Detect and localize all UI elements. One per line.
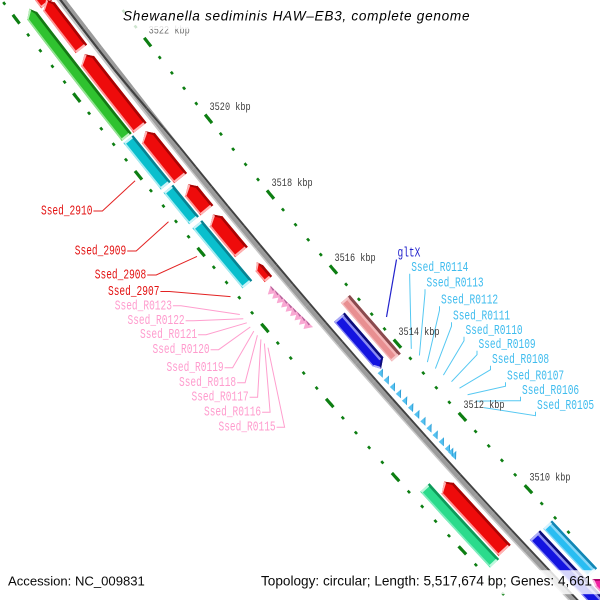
- svg-text:Ssed_R0120: Ssed_R0120: [153, 342, 210, 358]
- svg-text:Ssed_R0112: Ssed_R0112: [441, 292, 498, 308]
- svg-text:3520 kbp: 3520 kbp: [210, 101, 251, 113]
- svg-text:Ssed_R0122: Ssed_R0122: [128, 313, 185, 329]
- svg-text:3512 kbp: 3512 kbp: [463, 399, 504, 411]
- svg-text:Ssed_2909: Ssed_2909: [75, 243, 126, 259]
- svg-text:Ssed_2908: Ssed_2908: [95, 267, 146, 283]
- svg-text:Ssed_R0116: Ssed_R0116: [204, 404, 261, 420]
- svg-text:Ssed_R0115: Ssed_R0115: [219, 419, 276, 435]
- svg-text:Ssed_R0113: Ssed_R0113: [427, 275, 484, 291]
- svg-text:3510 kbp: 3510 kbp: [529, 472, 570, 484]
- svg-text:3518 kbp: 3518 kbp: [272, 177, 313, 189]
- svg-text:Ssed_2907: Ssed_2907: [108, 283, 159, 299]
- svg-text:Accession: NC_009831: Accession: NC_009831: [8, 574, 145, 589]
- svg-text:Ssed_R0117: Ssed_R0117: [192, 389, 249, 405]
- svg-text:Ssed_R0109: Ssed_R0109: [479, 337, 536, 353]
- svg-text:Ssed_2910: Ssed_2910: [41, 203, 92, 219]
- svg-text:Ssed_R0123: Ssed_R0123: [115, 298, 172, 314]
- svg-text:Topology: circular; Length: 5,: Topology: circular; Length: 5,517,674 bp…: [261, 574, 592, 589]
- svg-text:Ssed_R0106: Ssed_R0106: [522, 383, 579, 399]
- svg-text:Ssed_R0119: Ssed_R0119: [167, 360, 224, 376]
- svg-text:3514 kbp: 3514 kbp: [398, 326, 439, 338]
- svg-text:Ssed_R0108: Ssed_R0108: [492, 352, 549, 368]
- svg-text:Shewanella sediminis HAW–EB3,: Shewanella sediminis HAW–EB3, complete g…: [123, 9, 470, 24]
- svg-text:gltX: gltX: [398, 245, 421, 261]
- svg-text:Ssed_R0111: Ssed_R0111: [453, 308, 510, 324]
- svg-text:3516 kbp: 3516 kbp: [335, 252, 376, 264]
- svg-text:Ssed_R0114: Ssed_R0114: [411, 260, 468, 276]
- svg-text:Ssed_R0121: Ssed_R0121: [140, 327, 197, 343]
- svg-text:Ssed_R0110: Ssed_R0110: [466, 323, 523, 339]
- svg-text:Ssed_R0105: Ssed_R0105: [537, 398, 594, 414]
- svg-text:Ssed_R0118: Ssed_R0118: [179, 375, 236, 391]
- svg-text:Ssed_R0107: Ssed_R0107: [507, 368, 564, 384]
